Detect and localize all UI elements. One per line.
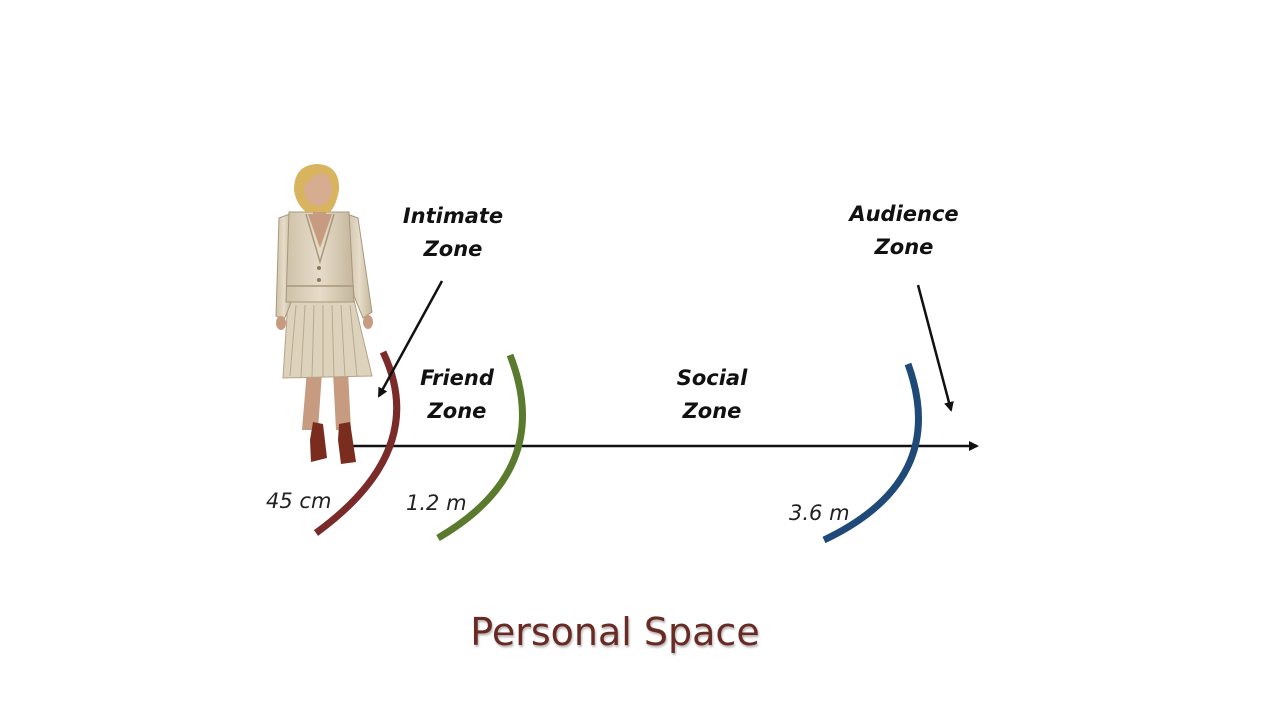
friend-distance-label: 1.2 m [406,491,467,515]
intimate-zone-pointer-arrow [377,280,444,398]
woman-standing-figure [275,164,373,464]
audience-zone-pointer-arrow [916,284,954,412]
social-zone-arc [822,362,922,544]
intimate-distance-label: 45 cm [266,489,332,513]
intimate-zone-arc [313,350,401,536]
friend-zone-arc [436,353,526,542]
social-distance-label: 3.6 m [789,501,850,525]
diagram-title: Personal Space [470,610,760,654]
